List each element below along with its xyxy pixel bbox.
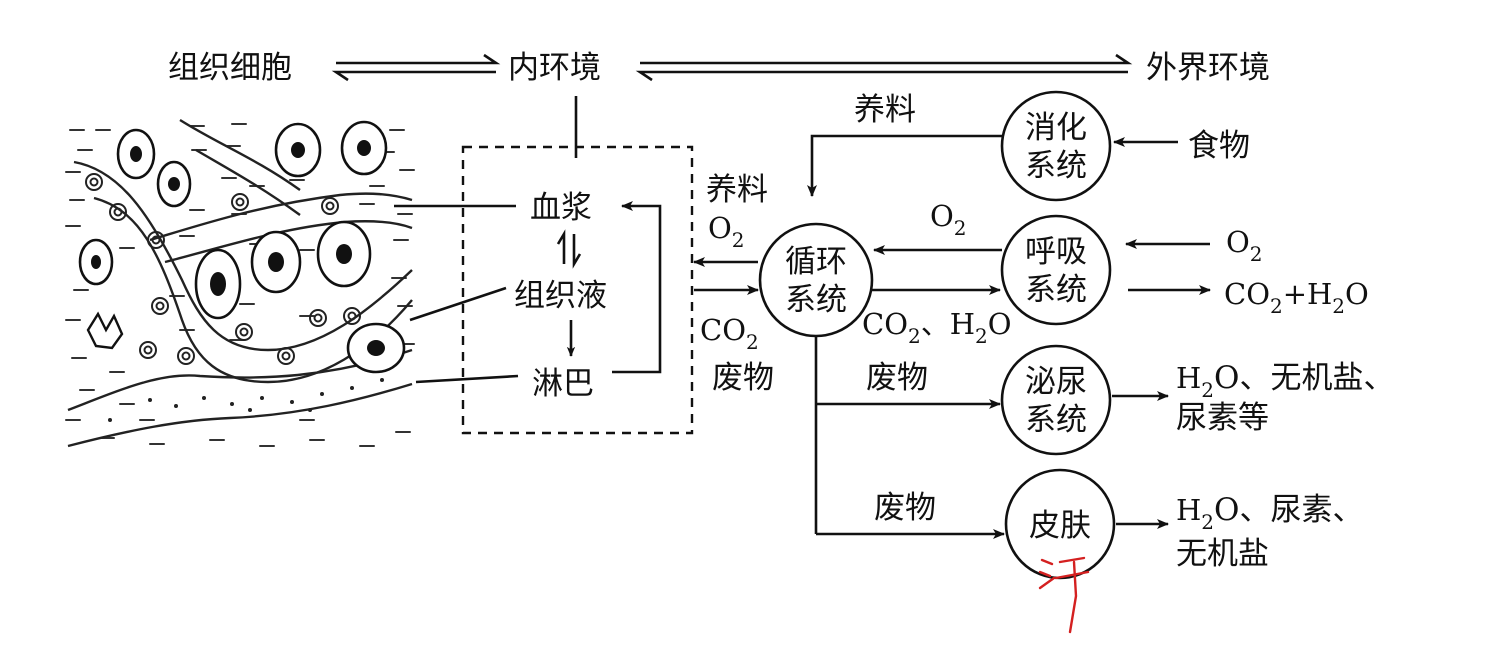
resp-o2-label: O2	[930, 199, 967, 240]
nutrients-input-label: 养料	[706, 172, 768, 208]
digestive-nutrients-label: 养料	[854, 92, 916, 128]
urinary-out-line1: H2O、无机盐、	[1176, 360, 1394, 402]
lymph-label: 淋巴	[532, 366, 594, 402]
digestive-system-node	[1000, 90, 1112, 202]
respiratory-line1: 呼吸	[1025, 234, 1087, 270]
circulatory-system-node	[758, 222, 874, 338]
plasma-tissue-fluid-exchange	[556, 229, 582, 269]
circulatory-line2: 系统	[785, 282, 847, 318]
skin-out-line2: 无机盐	[1176, 536, 1269, 572]
urinary-system-node	[1000, 344, 1112, 456]
lymph-to-plasma-arrow	[612, 201, 662, 374]
food-label: 食物	[1188, 128, 1250, 164]
internal-environment-label: 内环境	[508, 50, 601, 86]
co2-output-label: CO2	[700, 313, 759, 354]
o2-intake-label: O2	[1226, 225, 1263, 266]
urinary-out-line2: 尿素等	[1176, 400, 1269, 436]
plasma-label: 血浆	[530, 190, 592, 226]
tissue-illustration	[65, 118, 415, 448]
exchange-arrows-cells-internal	[331, 53, 501, 82]
skin-out-line1: H2O、尿素、	[1176, 492, 1363, 534]
leader-tissue-fluid	[409, 286, 507, 322]
handwritten-annotation	[1038, 556, 1090, 634]
urinary-line1: 泌尿	[1025, 364, 1087, 400]
resp-exhale-label: CO2+H2O	[1224, 277, 1369, 318]
waste-output-label: 废物	[712, 360, 774, 396]
skin-label: 皮肤	[1029, 508, 1091, 544]
external-environment-label: 外界环境	[1146, 50, 1270, 86]
internal-environment-box	[461, 145, 694, 435]
waste-to-urinary-label: 废物	[866, 360, 928, 396]
urinary-line2: 系统	[1025, 402, 1087, 438]
digestive-line1: 消化	[1025, 110, 1087, 146]
respiratory-system-node	[1000, 214, 1112, 326]
digestive-to-circ-arrow	[807, 134, 1002, 197]
tissue-cells-label: 组织细胞	[168, 50, 292, 86]
respiratory-line2: 系统	[1025, 272, 1087, 308]
leader-lymph	[415, 374, 519, 384]
circ-co2-h2o-label: CO2、H2O	[862, 307, 1012, 348]
exchange-arrows-internal-external	[635, 53, 1133, 82]
tissue-fluid-label: 组织液	[514, 278, 607, 314]
digestive-line2: 系统	[1025, 148, 1087, 184]
circulatory-line1: 循环	[785, 244, 847, 280]
waste-to-skin-label: 废物	[874, 490, 936, 526]
o2-input-label: O2	[708, 211, 745, 252]
